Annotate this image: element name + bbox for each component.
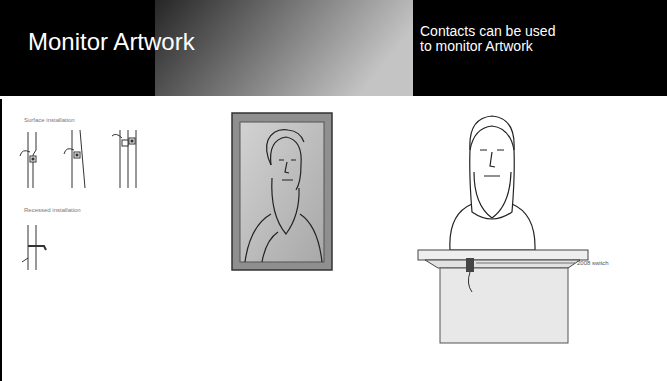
- bust-hair: [470, 126, 514, 150]
- contact-dot: [32, 158, 34, 160]
- bust-head: [470, 116, 515, 219]
- pedestal-top: [418, 250, 588, 260]
- bust-face: [480, 150, 504, 176]
- contact-dot: [76, 154, 78, 156]
- recessed-installation-sketch: [22, 225, 46, 270]
- wire: [22, 258, 28, 262]
- header-band: [0, 0, 667, 96]
- pedestal-cap: [425, 260, 580, 268]
- wire: [112, 134, 122, 138]
- contact-dot: [131, 140, 133, 142]
- portrait-figure: [245, 130, 322, 262]
- bust-beard: [474, 172, 511, 218]
- contact-symbol: [122, 140, 128, 146]
- leader-line: [476, 263, 575, 264]
- frame-line: [128, 130, 129, 188]
- switch-wire: [468, 272, 472, 292]
- pedestal-column: [440, 268, 568, 343]
- switch-symbol: [466, 258, 474, 272]
- surface-installation-sketch: [20, 130, 136, 188]
- frame-line: [120, 130, 121, 188]
- slide-subtitle: Contacts can be used to monitor Artwork: [420, 24, 565, 55]
- picture-frame: [232, 113, 332, 270]
- hand: [262, 232, 278, 262]
- framed-portrait: [232, 113, 332, 270]
- slide-border: [0, 99, 2, 381]
- installation-label: Surface installation: [24, 117, 75, 124]
- face-outline: [271, 137, 302, 190]
- beard: [272, 178, 299, 234]
- face-features: [279, 160, 296, 180]
- hair: [267, 130, 304, 165]
- shoulders: [245, 214, 322, 262]
- recessed-contact: [28, 246, 46, 250]
- frame-line: [72, 130, 73, 188]
- contact-symbol: [74, 152, 80, 158]
- installation-label: Recessed installation: [24, 207, 81, 214]
- wire: [64, 149, 74, 154]
- frame-line: [28, 225, 29, 270]
- door-line: [36, 225, 37, 270]
- part-label: 2008 switch: [577, 260, 609, 267]
- slide-title: Monitor Artwork: [28, 29, 195, 55]
- door-line: [136, 130, 137, 188]
- picture-canvas: [240, 122, 324, 262]
- contact-symbol: [30, 156, 36, 162]
- door-line: [80, 130, 85, 188]
- contact-symbol: [129, 138, 135, 144]
- frame-line: [28, 132, 29, 188]
- bust-figure: [450, 116, 535, 250]
- wire: [20, 151, 30, 156]
- bust-on-pedestal: [418, 116, 588, 343]
